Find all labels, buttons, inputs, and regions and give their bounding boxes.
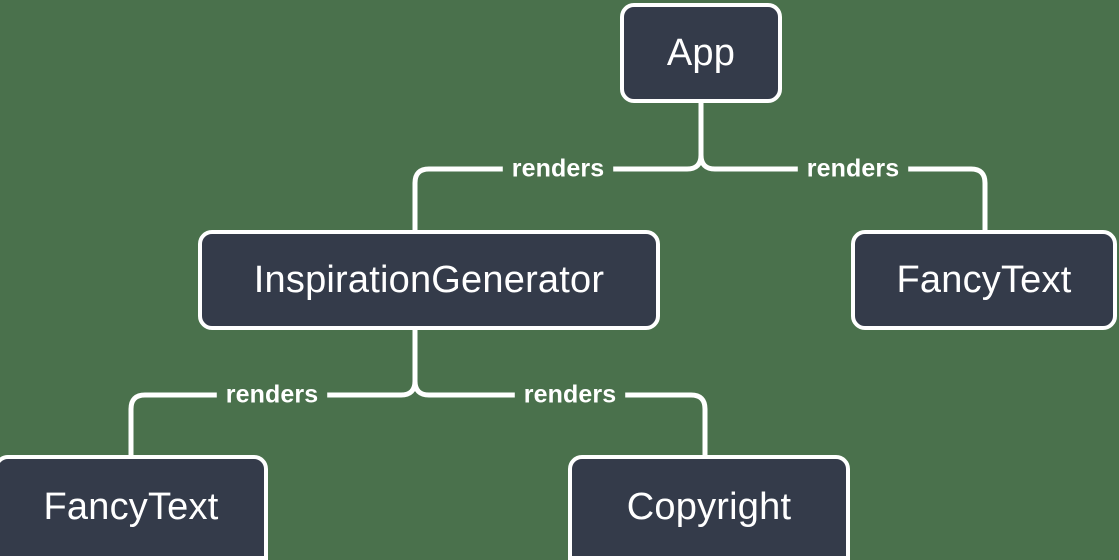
- edge-label-inspiration-to-copyright: renders: [523, 380, 617, 409]
- edge-label-app-to-inspiration: renders: [511, 154, 605, 183]
- node-fancytext-top-label: FancyText: [896, 258, 1072, 301]
- node-inspirationgenerator[interactable]: InspirationGenerator: [198, 230, 660, 330]
- node-fancytext-left-label: FancyText: [43, 486, 219, 528]
- node-app-label: App: [666, 31, 736, 74]
- edge-inspiration-to-fancytext: [128, 392, 401, 455]
- edge-label-app-to-fancytext: renders: [806, 154, 900, 183]
- edge-app-to-fancytext: [715, 166, 988, 230]
- node-inspirationgenerator-label: InspirationGenerator: [253, 258, 605, 301]
- node-app[interactable]: App: [620, 3, 782, 103]
- edge-inspiration-stem-right: [412, 380, 430, 398]
- edge-inspiration-to-copyright: [429, 392, 708, 455]
- node-copyright[interactable]: Copyright: [568, 455, 850, 560]
- edge-app-stem-right: [698, 154, 716, 172]
- edge-app-to-inspiration: [412, 166, 687, 230]
- node-fancytext-top[interactable]: FancyText: [851, 230, 1117, 330]
- edge-label-inspiration-to-fancytext: renders: [225, 380, 319, 409]
- node-copyright-label: Copyright: [626, 486, 792, 528]
- node-fancytext-left[interactable]: FancyText: [0, 455, 268, 560]
